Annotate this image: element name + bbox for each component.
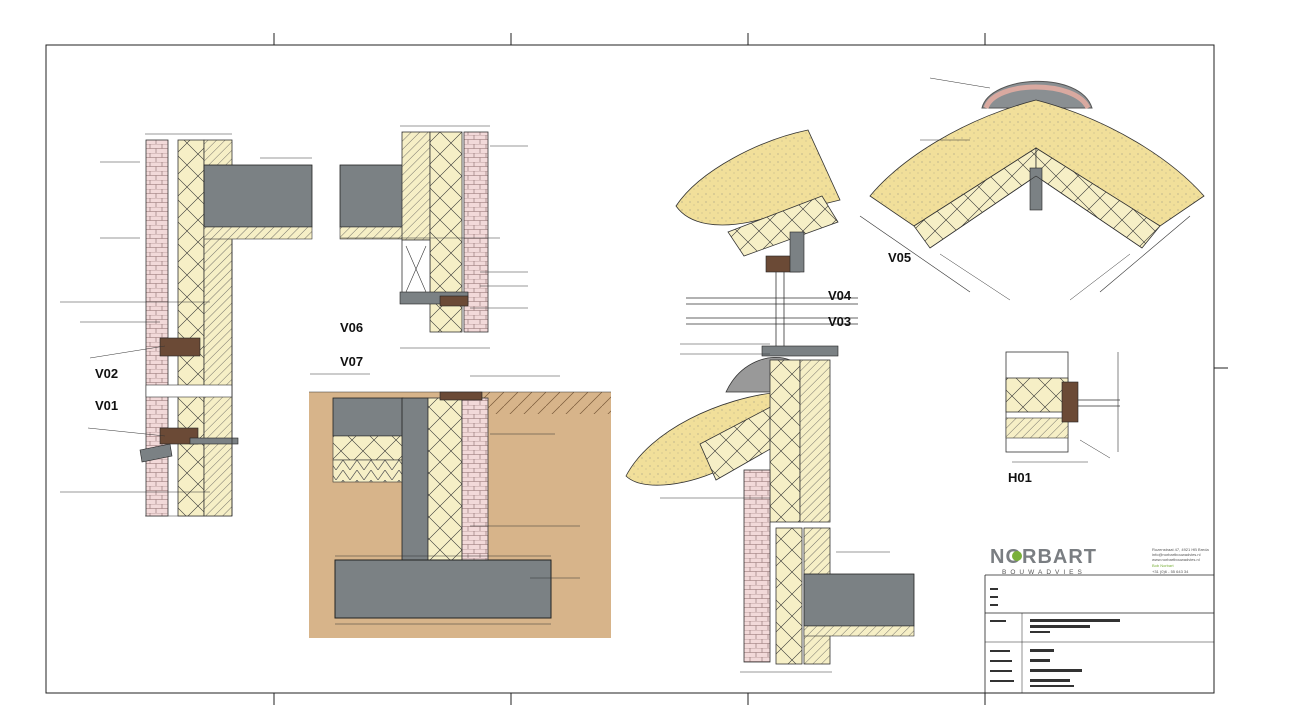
detail-v06 — [339, 125, 528, 333]
label-v03: V03 — [828, 314, 851, 329]
company-contact-name: Bob Norbart — [1152, 563, 1174, 568]
detail-v04-v03 — [625, 129, 915, 673]
label-v06: V06 — [340, 320, 363, 335]
grid-ticks — [273, 33, 1228, 705]
label-h01: H01 — [1008, 470, 1032, 485]
detail-h01 — [1005, 351, 1120, 463]
detail-labels: V02 V01 V06 V07 V04 V03 V05 H01 — [95, 250, 1032, 485]
title-block: NORBART BOUWADVIES Rozenstraat 47, 4921 … — [984, 546, 1214, 693]
detail-v02-v01 — [60, 133, 313, 517]
label-v07: V07 — [340, 354, 363, 369]
sheet-border — [45, 44, 1215, 694]
company-contact-phone: +31 (0)6 - 55 643 34 — [1152, 569, 1189, 574]
title-block-rows — [990, 588, 1120, 687]
label-v02: V02 — [95, 366, 118, 381]
company-address-line-3: www.norbartbouwadvies.nl — [1152, 557, 1200, 562]
label-v01: V01 — [95, 398, 118, 413]
detail-v07 — [309, 347, 611, 638]
label-v05: V05 — [888, 250, 911, 265]
company-address-line-1: Rozenstraat 47, 4921 HB Breda — [1152, 547, 1209, 552]
company-tagline: BOUWADVIES — [1002, 569, 1086, 576]
detail-v05 — [859, 77, 1205, 301]
company-logo: NORBART — [990, 546, 1097, 568]
logo-leaf-icon — [1012, 551, 1022, 561]
label-v04: V04 — [828, 288, 852, 303]
company-address-line-2: info@norbartbouwadvies.nl — [1152, 552, 1201, 557]
